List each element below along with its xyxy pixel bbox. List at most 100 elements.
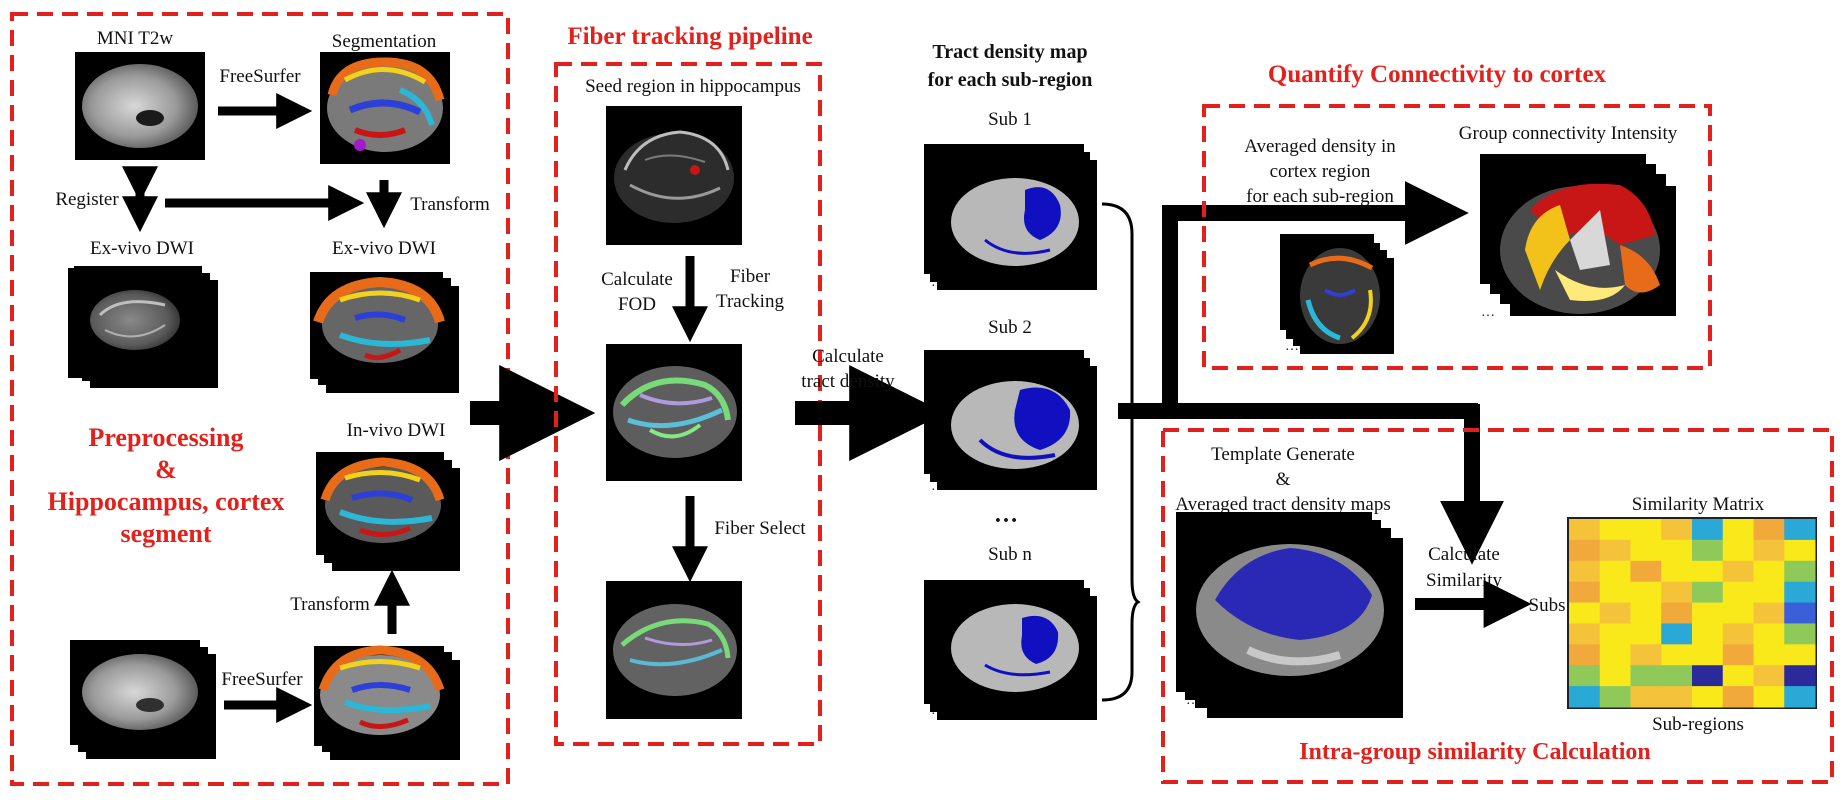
matrix-cell	[1599, 686, 1631, 708]
matrix-cell	[1692, 602, 1724, 624]
label-calc-fod-1: Calculate	[601, 269, 673, 290]
matrix-cell	[1784, 623, 1816, 645]
preprocessing-title-1: Preprocessing	[88, 423, 243, 452]
connectivity-title: Quantify Connectivity to cortex	[1268, 61, 1607, 88]
label-invivo: In-vivo DWI	[347, 420, 446, 441]
template-image	[1176, 512, 1403, 718]
matrix-cell	[1753, 560, 1785, 583]
matrix-cell	[1753, 602, 1785, 624]
label-template-3: Averaged tract density maps	[1175, 494, 1390, 515]
matrix-cell	[1753, 623, 1785, 645]
label-exvivo-left: Ex-vivo DWI	[90, 238, 194, 259]
dots-group: …	[1481, 305, 1495, 320]
label-sub-2: Sub 2	[988, 317, 1032, 338]
subn-tract-image	[924, 580, 1097, 720]
segmentation-image	[320, 52, 450, 164]
dots-subn: …	[931, 703, 945, 718]
fiber-title: Fiber tracking pipeline	[567, 23, 812, 50]
matrix-cell	[1753, 644, 1785, 666]
tract-ellipsis: …	[994, 502, 1018, 528]
label-calc-sim-1: Calculate	[1428, 544, 1500, 565]
label-sub-n: Sub n	[988, 544, 1032, 565]
similarity-border	[1161, 428, 1834, 784]
matrix-cell	[1661, 581, 1693, 604]
t1-image	[70, 640, 216, 759]
tract-section: Tract density map for each sub-region Su…	[924, 41, 1141, 720]
similarity-title: Intra-group similarity Calculation	[1299, 739, 1651, 765]
matrix-cell	[1630, 560, 1662, 583]
matrix-cell	[1630, 602, 1662, 624]
label-sub-regions: Sub-regions	[1652, 714, 1744, 735]
matrix-cell	[1599, 539, 1631, 562]
matrix-cell	[1722, 623, 1754, 645]
label-transform-bottom: Transform	[290, 594, 370, 615]
connector-arrows	[1118, 181, 1504, 565]
label-subs: Subs	[1529, 595, 1566, 616]
matrix-cell	[1661, 519, 1693, 541]
label-calc-tract-1: Calculate	[812, 346, 884, 367]
label-freesurfer-bottom: FreeSurfer	[221, 669, 303, 690]
matrix-cell	[1569, 539, 1601, 562]
matrix-cell	[1722, 519, 1754, 541]
matrix-cell	[1661, 560, 1693, 583]
label-calc-sim-2: Similarity	[1426, 570, 1503, 591]
matrix-cell	[1784, 581, 1816, 604]
label-segmentation: Segmentation	[332, 31, 437, 52]
seed-region-image	[606, 106, 742, 245]
matrix-cell	[1599, 560, 1631, 583]
matrix-cell	[1722, 560, 1754, 583]
matrix-cell	[1630, 519, 1662, 541]
fiber-section: Fiber tracking pipeline Seed region in h…	[554, 23, 822, 746]
matrix-cell	[1630, 644, 1662, 666]
matrix-cell	[1784, 686, 1816, 708]
matrix-cell	[1692, 519, 1724, 541]
matrix-cell	[1599, 602, 1631, 624]
t1-segmented-image	[314, 645, 460, 760]
label-template-1: Template Generate	[1211, 444, 1355, 465]
matrix-cell	[1692, 623, 1724, 645]
matrix-cell	[1661, 665, 1693, 687]
matrix-cell	[1661, 623, 1693, 645]
matrix-cells	[1569, 519, 1816, 708]
tract-title-1: Tract density map	[932, 41, 1087, 63]
matrix-cell	[1692, 539, 1724, 562]
tract-title-2: for each sub-region	[928, 69, 1093, 91]
invivo-dwi-image	[316, 452, 460, 571]
matrix-cell	[1569, 560, 1601, 583]
matrix-cell	[1692, 644, 1724, 666]
matrix-cell	[1599, 644, 1631, 666]
matrix-cell	[1692, 560, 1724, 583]
mni-t2w-image	[75, 52, 205, 160]
preprocessing-section: MNI T2w Segmentation FreeSurfer Register	[10, 12, 510, 786]
matrix-cell	[1722, 644, 1754, 666]
label-template-2: &	[1276, 469, 1291, 490]
matrix-cell	[1784, 560, 1816, 583]
label-transform-top: Transform	[410, 194, 490, 215]
connectivity-border	[1202, 104, 1712, 370]
matrix-cell	[1692, 686, 1724, 708]
matrix-cell	[1599, 665, 1631, 687]
label-calc-fod-2: FOD	[618, 294, 656, 315]
matrix-cell	[1569, 686, 1601, 708]
label-freesurfer-top: FreeSurfer	[219, 66, 301, 87]
label-similarity-matrix: Similarity Matrix	[1632, 494, 1765, 515]
preprocessing-title-4: segment	[121, 519, 212, 548]
fiber-select-image	[606, 581, 742, 719]
matrix-cell	[1569, 623, 1601, 645]
label-group: Group connectivity Intensity	[1459, 123, 1678, 144]
matrix-cell	[1784, 519, 1816, 541]
tract-bracket	[1101, 202, 1141, 702]
exvivo-dwi-left-image	[68, 266, 218, 388]
label-avg-1: Averaged density in	[1244, 136, 1396, 157]
matrix-cell	[1661, 539, 1693, 562]
connectivity-section: Quantify Connectivity to cortex Averaged…	[1202, 61, 1712, 370]
group-connectivity-image	[1480, 154, 1676, 316]
similarity-matrix	[1567, 517, 1817, 709]
matrix-cell	[1569, 665, 1601, 687]
matrix-cell	[1569, 644, 1601, 666]
label-fiber-tracking-2: Tracking	[716, 291, 784, 312]
similarity-section: Template Generate & Averaged tract densi…	[1161, 428, 1834, 784]
label-calc-tract-2: tract density	[801, 371, 895, 392]
